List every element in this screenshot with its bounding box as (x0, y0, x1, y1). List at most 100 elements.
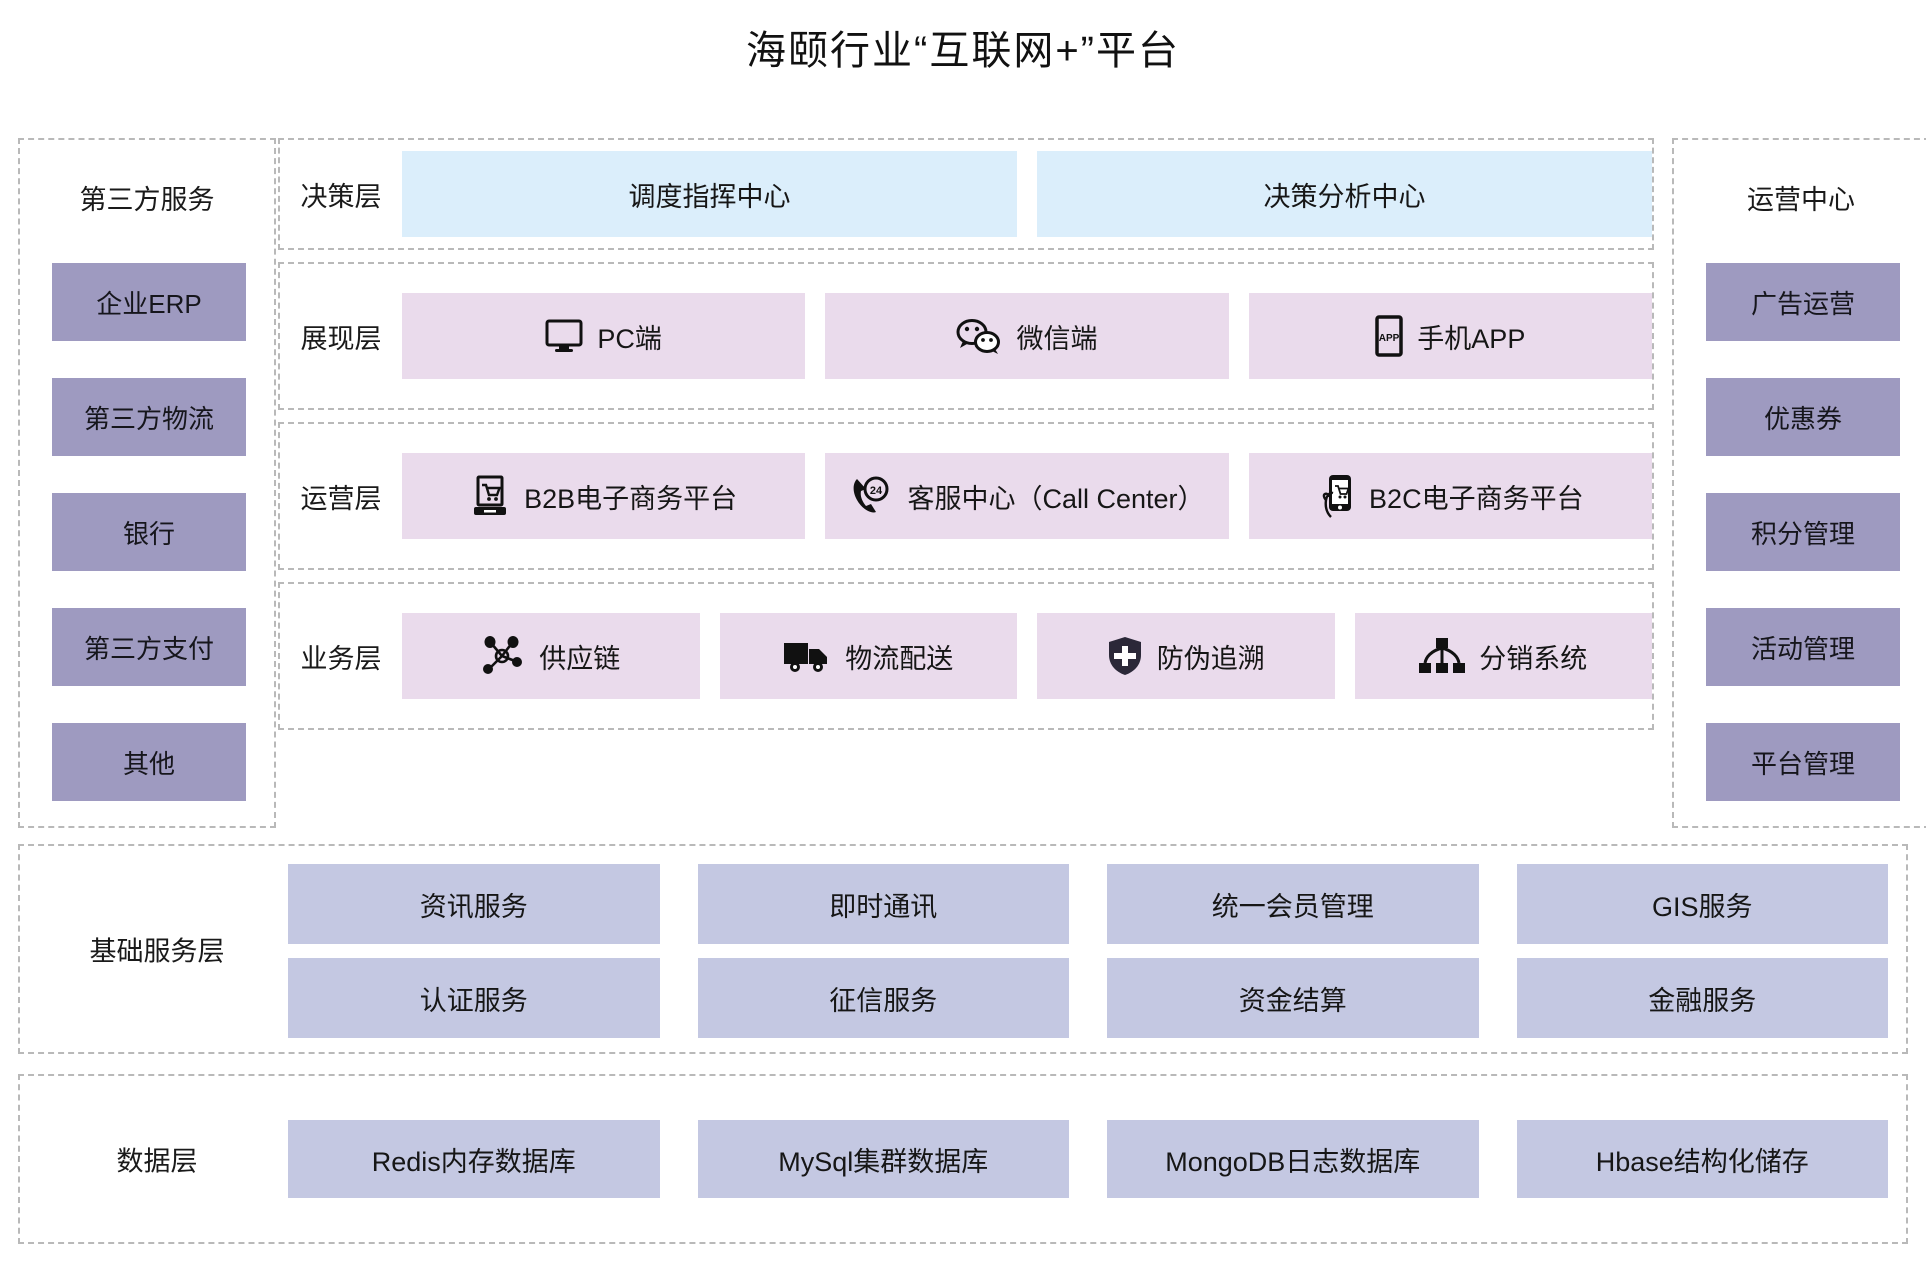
cell-label: B2C电子商务平台 (1369, 483, 1584, 514)
sidebar-item-label: 广告运营 (1750, 288, 1855, 319)
cell-b2b-ecommerce-platform[interactable]: B2B电子商务平台 (402, 453, 806, 539)
cell-label: 客服中心（Call Center） (907, 483, 1205, 514)
truck-icon (783, 638, 831, 674)
wechat-icon (956, 318, 1002, 354)
mobile-app-icon: APP (1375, 315, 1404, 357)
service-box-credit-service[interactable]: 征信服务 (697, 958, 1069, 1038)
sidebar-item-platform-management[interactable]: 平台管理 (1706, 723, 1900, 801)
service-box-label: 即时通讯 (829, 891, 938, 922)
service-box-label: GIS服务 (1651, 891, 1753, 922)
cell-decision-analysis-center[interactable]: 决策分析中心 (1037, 151, 1652, 237)
data-layer-panel: 数据层 Redis内存数据库 MySql集群数据库 MongoDB日志数据库 H… (18, 1074, 1908, 1244)
sidebar-item-label: 积分管理 (1750, 518, 1855, 549)
network-nodes-icon (481, 636, 525, 676)
database-box-label: MongoDB日志数据库 (1165, 1146, 1421, 1177)
svg-text:APP: APP (1379, 333, 1400, 344)
decision-layer-label: 决策层 (300, 181, 382, 212)
service-box-label: 统一会员管理 (1211, 891, 1374, 922)
cell-label: 决策分析中心 (1263, 181, 1426, 212)
operations-center-header: 运营中心 (1747, 185, 1855, 215)
sidebar-item-third-party-payment[interactable]: 第三方支付 (52, 608, 246, 686)
service-box-financial-service[interactable]: 金融服务 (1516, 958, 1888, 1038)
sidebar-item-bank[interactable]: 银行 (52, 493, 246, 571)
cell-logistics-delivery[interactable]: 物流配送 (719, 613, 1017, 699)
cell-anti-counterfeiting-traceability[interactable]: 防伪追溯 (1037, 613, 1335, 699)
sidebar-item-label: 优惠券 (1763, 403, 1842, 434)
sidebar-item-other[interactable]: 其他 (52, 723, 246, 801)
base-service-grid: 资讯服务 即时通讯 统一会员管理 GIS服务 认证服务 征信服务 资金结算 金融… (288, 864, 1888, 1038)
database-box-label: MySql集群数据库 (778, 1146, 989, 1177)
business-layer-cells: 供应链 物流配送 (402, 584, 1652, 728)
sidebar-item-label: 其他 (122, 748, 175, 779)
cell-label: 供应链 (539, 643, 621, 674)
service-box-instant-messaging[interactable]: 即时通讯 (697, 864, 1069, 944)
presentation-layer-row: 展现层 PC端 (278, 262, 1654, 410)
service-box-label: 认证服务 (419, 985, 528, 1016)
cell-pc-terminal[interactable]: PC端 (402, 293, 806, 379)
cell-label: 物流配送 (845, 643, 954, 674)
service-box-label: 资金结算 (1238, 985, 1347, 1016)
data-layer-grid: Redis内存数据库 MySql集群数据库 MongoDB日志数据库 Hbase… (288, 1120, 1888, 1198)
database-box-mysql[interactable]: MySql集群数据库 (697, 1120, 1069, 1198)
sidebar-item-campaign-management[interactable]: 活动管理 (1706, 608, 1900, 686)
sidebar-item-third-party-logistics[interactable]: 第三方物流 (52, 378, 246, 456)
service-box-information-service[interactable]: 资讯服务 (288, 864, 660, 944)
service-box-label: 资讯服务 (419, 891, 528, 922)
cell-label: 调度指挥中心 (628, 181, 791, 212)
shield-plus-icon (1107, 635, 1143, 677)
cell-label: 防伪追溯 (1156, 643, 1265, 674)
presentation-layer-label: 展现层 (300, 323, 382, 354)
third-party-services-panel: 第三方服务 企业ERP 第三方物流 银行 第三方支付 其他 (18, 138, 276, 828)
service-box-label: 金融服务 (1648, 985, 1757, 1016)
operation-layer-row: 运营层 B2B电子商务平台 (278, 422, 1654, 570)
sidebar-item-coupon[interactable]: 优惠券 (1706, 378, 1900, 456)
decision-layer-cells: 调度指挥中心 决策分析中心 (402, 140, 1652, 248)
cell-supply-chain[interactable]: 供应链 (402, 613, 700, 699)
cell-distribution-system[interactable]: 分销系统 (1354, 613, 1652, 699)
operation-layer-label: 运营层 (300, 483, 382, 514)
database-box-hbase[interactable]: Hbase结构化储存 (1516, 1120, 1888, 1198)
service-box-label: 征信服务 (829, 985, 938, 1016)
svg-text:24: 24 (870, 485, 883, 497)
presentation-layer-cells: PC端 微信端 (402, 264, 1652, 408)
cell-wechat-terminal[interactable]: 微信端 (825, 293, 1229, 379)
cell-label: 分销系统 (1479, 643, 1588, 674)
cell-label: PC端 (597, 323, 662, 354)
database-box-label: Hbase结构化储存 (1595, 1146, 1809, 1177)
sidebar-item-label: 活动管理 (1750, 633, 1855, 664)
sidebar-item-enterprise-erp[interactable]: 企业ERP (52, 263, 246, 341)
sidebar-item-label: 第三方物流 (83, 403, 214, 434)
sidebar-item-points-management[interactable]: 积分管理 (1706, 493, 1900, 571)
service-box-unified-member-management[interactable]: 统一会员管理 (1107, 864, 1479, 944)
laptop-cart-icon (470, 475, 510, 517)
database-box-redis[interactable]: Redis内存数据库 (288, 1120, 660, 1198)
cell-b2c-ecommerce-platform[interactable]: B2C电子商务平台 (1248, 453, 1652, 539)
sidebar-item-label: 企业ERP (96, 288, 202, 319)
sidebar-item-label: 第三方支付 (83, 633, 214, 664)
third-party-services-header: 第三方服务 (79, 185, 215, 215)
service-box-fund-settlement[interactable]: 资金结算 (1107, 958, 1479, 1038)
base-service-layer-panel: 基础服务层 资讯服务 即时通讯 统一会员管理 GIS服务 认证服务 征信服务 资… (18, 844, 1908, 1054)
sidebar-item-ad-operations[interactable]: 广告运营 (1706, 263, 1900, 341)
cell-mobile-app[interactable]: APP 手机APP (1248, 293, 1652, 379)
phone-24-icon: 24 (849, 475, 893, 517)
service-box-authentication-service[interactable]: 认证服务 (288, 958, 660, 1038)
business-layer-row: 业务层 供应链 (278, 582, 1654, 730)
cell-label: 手机APP (1417, 323, 1526, 354)
cell-dispatch-command-center[interactable]: 调度指挥中心 (402, 151, 1017, 237)
database-box-mongodb[interactable]: MongoDB日志数据库 (1107, 1120, 1479, 1198)
operation-layer-cells: B2B电子商务平台 24 客服中心（Call Center） (402, 424, 1652, 568)
hierarchy-icon (1419, 637, 1466, 675)
cell-customer-service-center[interactable]: 24 客服中心（Call Center） (825, 453, 1229, 539)
monitor-icon (545, 319, 583, 353)
phone-cart-icon (1317, 473, 1355, 519)
cell-label: 微信端 (1016, 323, 1098, 354)
cell-label: B2B电子商务平台 (524, 483, 738, 514)
page-title: 海颐行业“互联网+”平台 (746, 29, 1180, 73)
business-layer-label: 业务层 (300, 643, 382, 674)
data-layer-label: 数据层 (116, 1146, 198, 1177)
service-box-gis-service[interactable]: GIS服务 (1516, 864, 1888, 944)
sidebar-item-label: 平台管理 (1750, 748, 1855, 779)
decision-layer-row: 决策层 调度指挥中心 决策分析中心 (278, 138, 1654, 250)
